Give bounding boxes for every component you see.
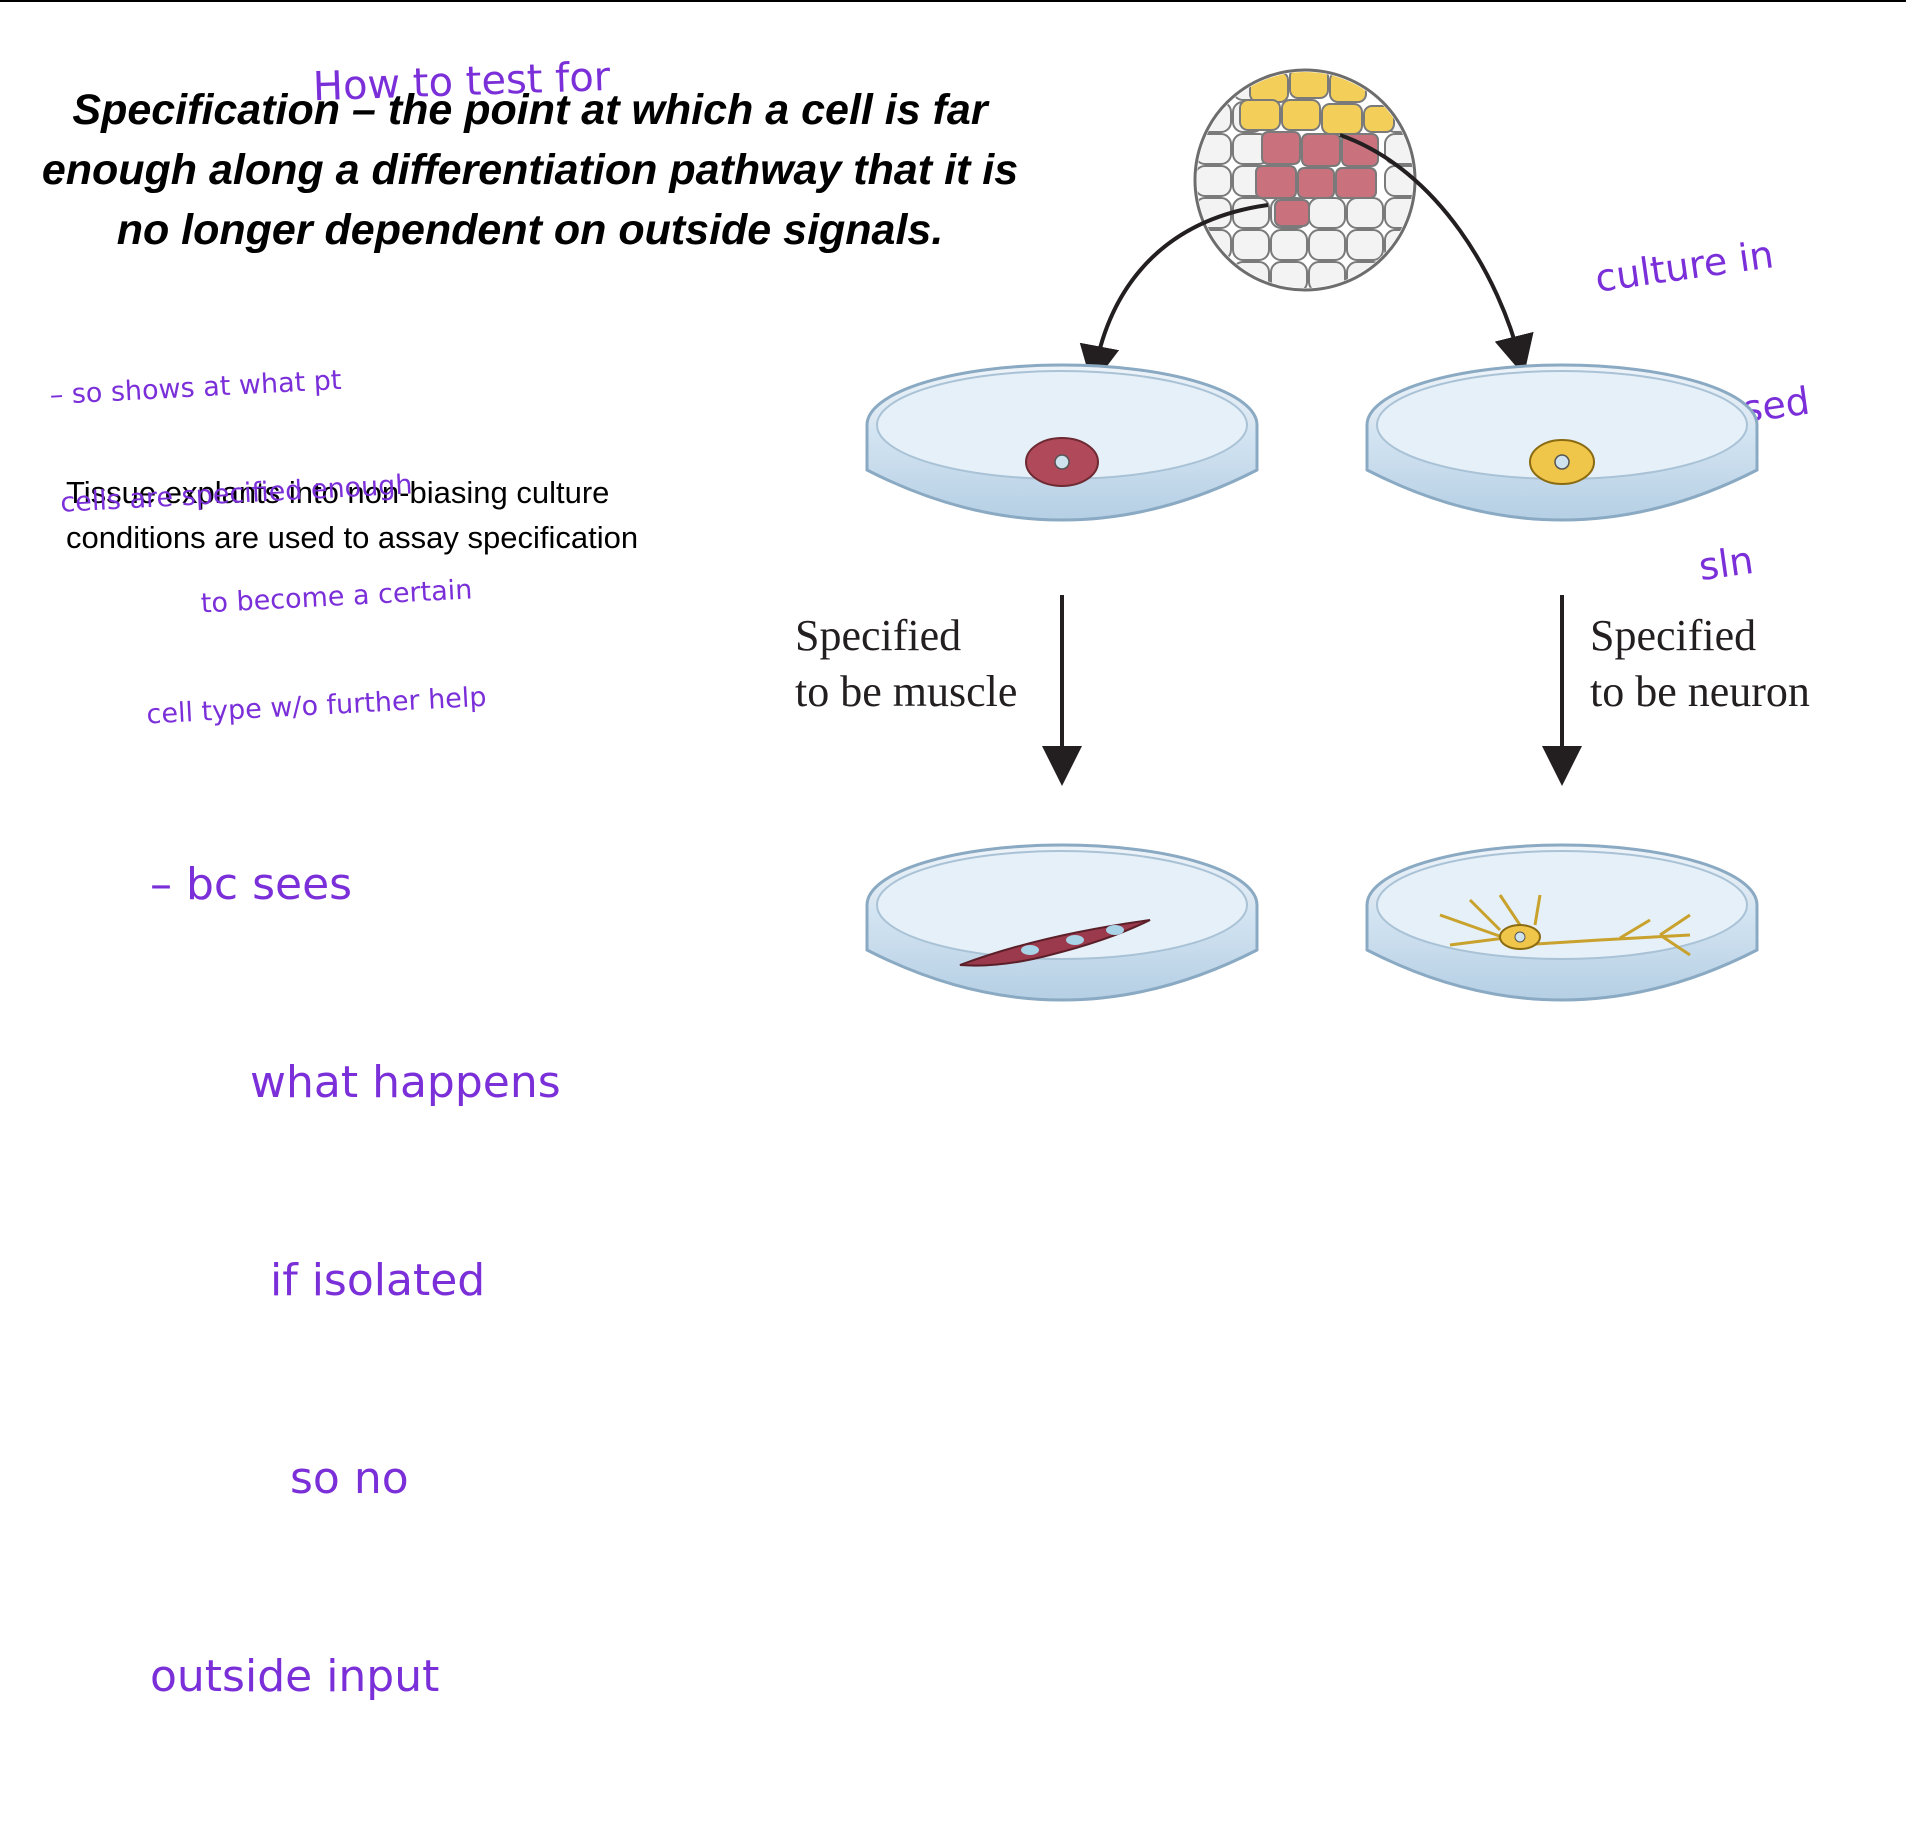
label-specified-muscle: Specified to be muscle xyxy=(795,608,1017,720)
dish-top-right xyxy=(1365,363,1759,522)
dish-bottom-left xyxy=(865,843,1259,1002)
annotation-bottom-line-1: – bc sees xyxy=(150,859,353,910)
annotation-bottom-line-5: outside input xyxy=(150,1651,440,1702)
label-muscle-line-1: Specified xyxy=(795,611,962,660)
dish-bottom-right xyxy=(1365,843,1759,1002)
neuron-icon xyxy=(1439,894,1691,957)
arrow-to-left-dish xyxy=(1079,203,1269,386)
top-border xyxy=(0,0,1906,2)
annotation-bottom-line-4: so no xyxy=(290,1453,409,1504)
label-muscle-line-2: to be muscle xyxy=(795,667,1018,716)
label-neuron-line-1: Specified xyxy=(1590,611,1757,660)
embryo-icon xyxy=(1193,68,1417,292)
label-specified-neuron: Specified to be neuron xyxy=(1590,608,1810,720)
dish-top-left xyxy=(865,363,1259,522)
body-paragraph: Tissue explants into non-biasing culture… xyxy=(66,475,639,555)
arrow-to-right-dish xyxy=(1339,133,1534,376)
specification-figure xyxy=(865,68,1759,1002)
annotation-bottom-line-3: if isolated xyxy=(270,1255,486,1306)
label-neuron-line-2: to be neuron xyxy=(1590,667,1810,716)
definition-heading: Specification – the point at which a cel… xyxy=(41,86,1019,254)
muscle-fiber-icon xyxy=(959,919,1151,967)
slide: Specification – the point at which a cel… xyxy=(0,0,1906,1702)
